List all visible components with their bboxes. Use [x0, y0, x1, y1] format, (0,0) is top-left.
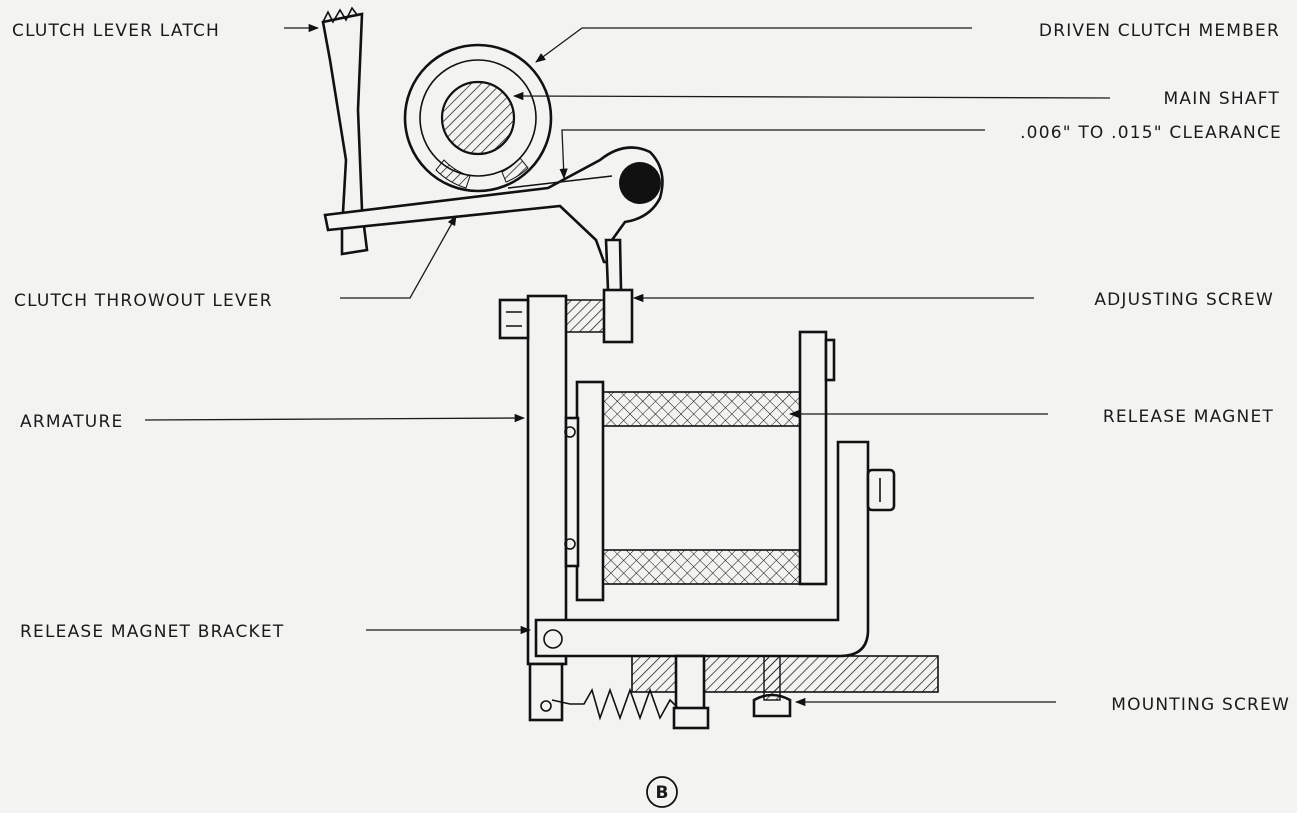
mounting-base: [631, 654, 939, 730]
label-clearance: .006" TO .015" CLEARANCE: [1020, 123, 1282, 143]
label-clutch-throwout-lever: CLUTCH THROWOUT LEVER: [14, 291, 273, 311]
magnet-coil: [564, 330, 836, 602]
label-clutch-lever-latch: CLUTCH LEVER LATCH: [12, 21, 220, 41]
clutch-lever-latch: [321, 6, 369, 256]
label-driven-clutch-member: DRIVEN CLUTCH MEMBER: [1039, 21, 1280, 41]
spring: [551, 687, 679, 721]
figure-letter: B: [656, 783, 669, 803]
label-adjusting-screw: ADJUSTING SCREW: [1094, 290, 1274, 310]
label-armature: ARMATURE: [20, 412, 123, 432]
label-main-shaft: MAIN SHAFT: [1164, 89, 1281, 109]
label-release-magnet: RELEASE MAGNET: [1103, 407, 1274, 427]
figure-letter-badge: B: [646, 776, 678, 808]
label-release-magnet-bracket: RELEASE MAGNET BRACKET: [20, 622, 284, 642]
leader-lines: [144, 23, 1111, 707]
main-shaft: [440, 80, 516, 156]
label-mounting-screw: MOUNTING SCREW: [1111, 695, 1290, 715]
adjusting-screw: [565, 288, 634, 344]
armature: [498, 294, 568, 722]
